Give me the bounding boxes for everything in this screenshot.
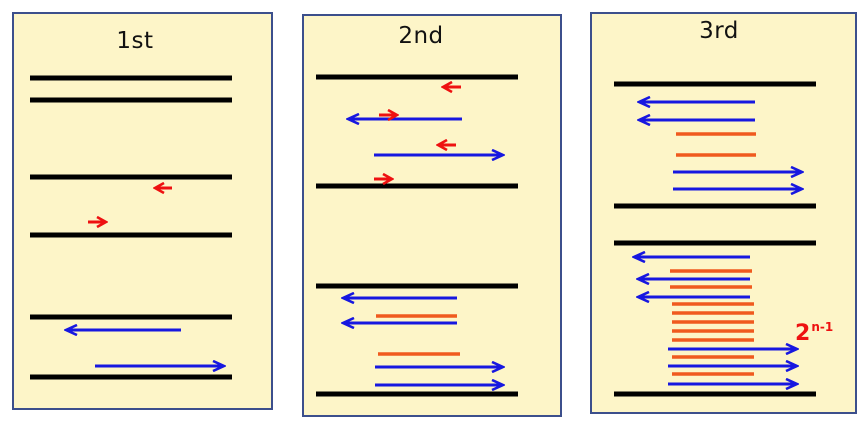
panel-3	[590, 12, 857, 414]
panel-1	[12, 12, 273, 410]
exponential-growth-label: 2n-1	[795, 320, 834, 346]
panel-1-background	[12, 12, 273, 410]
panel-3-title: 3rd	[699, 18, 739, 44]
panel-2-background	[302, 14, 562, 417]
formula-exponent: n-1	[811, 320, 834, 334]
panel-2	[302, 14, 562, 417]
panel-1-title: 1st	[116, 28, 154, 54]
panel-2-title: 2nd	[398, 23, 444, 49]
panel-3-background	[590, 12, 857, 414]
formula-base: 2	[795, 321, 811, 346]
